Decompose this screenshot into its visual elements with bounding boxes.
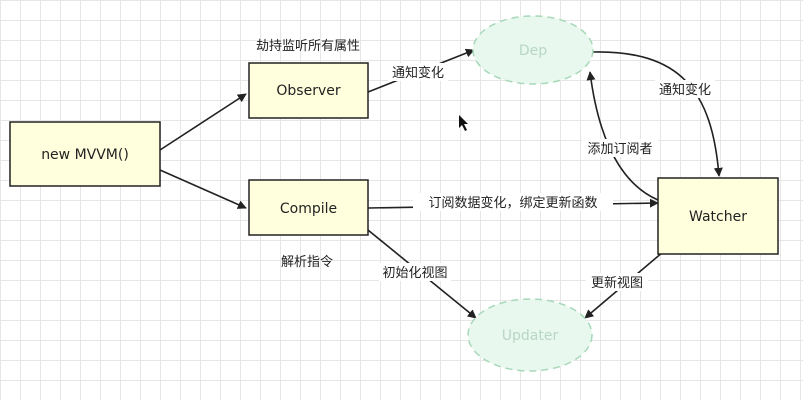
node-updater: Updater	[467, 298, 593, 372]
edge-dep-to-watcher	[591, 51, 723, 177]
node-dep-ellipse	[472, 15, 594, 85]
node-dep-label: Dep	[519, 43, 547, 59]
edge-mvvm-to-observer	[159, 93, 247, 151]
node-dep: Dep	[472, 15, 594, 85]
edge-label-compile-to-watcher: 订阅数据变化，绑定更新函数	[428, 195, 597, 211]
node-updater-ellipse	[467, 298, 593, 372]
node-observer-label: Observer	[276, 83, 340, 99]
edge-label-bg	[379, 263, 451, 281]
edge-label-observer-to-dep: 通知变化	[392, 65, 444, 81]
compile-caption: 解析指令	[281, 255, 333, 270]
node-mvvm: new MVVM()	[9, 121, 161, 187]
mouse-cursor-icon	[459, 115, 468, 131]
edge-label-compile-to-updater: 初始化视图	[382, 266, 447, 281]
node-watcher-label: Watcher	[689, 209, 747, 225]
node-mvvm-label: new MVVM()	[41, 147, 129, 163]
edge-label-bg	[586, 273, 648, 291]
edge-label-bg	[388, 63, 448, 81]
observer-caption: 劫持监听所有属性	[256, 39, 360, 54]
node-watcher-box	[657, 177, 779, 255]
edge-label-watcher-to-dep: 添加订阅者	[587, 142, 652, 157]
edge-label-bg	[655, 80, 715, 98]
edge-watcher-to-dep	[586, 71, 659, 201]
edge-label-watcher-to-updater: 更新视图	[591, 275, 643, 291]
node-compile-box	[248, 179, 369, 236]
node-observer-box	[248, 62, 369, 119]
node-updater-label: Updater	[502, 328, 559, 344]
edge-mvvm-to-compile	[159, 169, 247, 209]
node-compile: Compile	[248, 179, 369, 236]
node-mvvm-box	[9, 121, 161, 187]
node-observer: Observer	[248, 62, 369, 119]
edge-label-bg	[582, 139, 658, 157]
edge-label-bg	[413, 193, 613, 211]
node-watcher: Watcher	[657, 177, 779, 255]
edge-label-dep-to-watcher: 通知变化	[659, 82, 711, 98]
node-compile-label: Compile	[280, 201, 337, 217]
